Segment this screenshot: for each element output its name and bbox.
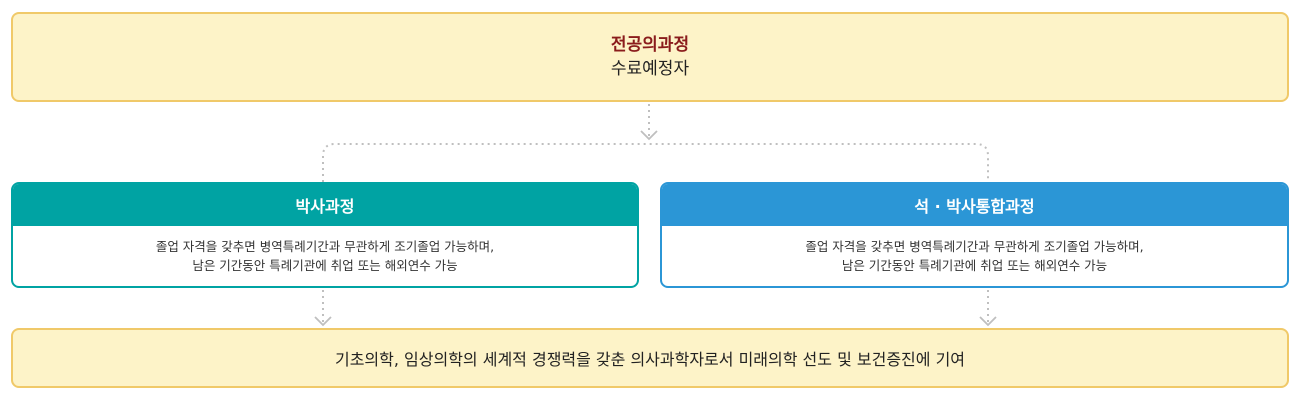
- residency-box: 전공의과정 수료예정자: [11, 12, 1289, 102]
- phd-course-card: 박사과정 졸업 자격을 갖추면 병역특례기간과 무관하게 조기졸업 가능하며, …: [11, 182, 639, 288]
- connector-top-arrow: [640, 130, 658, 141]
- integrated-course-description: 졸업 자격을 갖추면 병역특례기간과 무관하게 조기졸업 가능하며, 남은 기간…: [662, 226, 1287, 286]
- connector-left-arrow: [314, 316, 332, 327]
- phd-course-line-2: 남은 기간동안 특례기관에 취업 또는 해외연수 가능: [192, 258, 458, 273]
- integrated-course-line-1: 졸업 자격을 갖추면 병역특례기간과 무관하게 조기졸업 가능하며,: [805, 239, 1144, 254]
- connector-right-arrow: [979, 316, 997, 327]
- phd-course-title: 박사과정: [13, 184, 637, 226]
- residency-title: 전공의과정: [610, 35, 690, 55]
- goal-box: 기초의학, 임상의학의 세계적 경쟁력을 갖춘 의사과학자로서 미래의학 선도 …: [11, 328, 1289, 388]
- integrated-course-card: 석 · 박사통합과정 졸업 자격을 갖추면 병역특례기간과 무관하게 조기졸업 …: [660, 182, 1289, 288]
- phd-course-line-1: 졸업 자격을 갖추면 병역특례기간과 무관하게 조기졸업 가능하며,: [155, 239, 495, 254]
- residency-subtitle: 수료예정자: [610, 59, 690, 79]
- goal-text: 기초의학, 임상의학의 세계적 경쟁력을 갖춘 의사과학자로서 미래의학 선도 …: [334, 350, 966, 369]
- integrated-course-title: 석 · 박사통합과정: [662, 184, 1287, 226]
- phd-course-description: 졸업 자격을 갖추면 병역특례기간과 무관하게 조기졸업 가능하며, 남은 기간…: [13, 226, 637, 286]
- connector-branch: [322, 143, 989, 182]
- integrated-course-line-2: 남은 기간동안 특례기관에 취업 또는 해외연수 가능: [841, 258, 1108, 273]
